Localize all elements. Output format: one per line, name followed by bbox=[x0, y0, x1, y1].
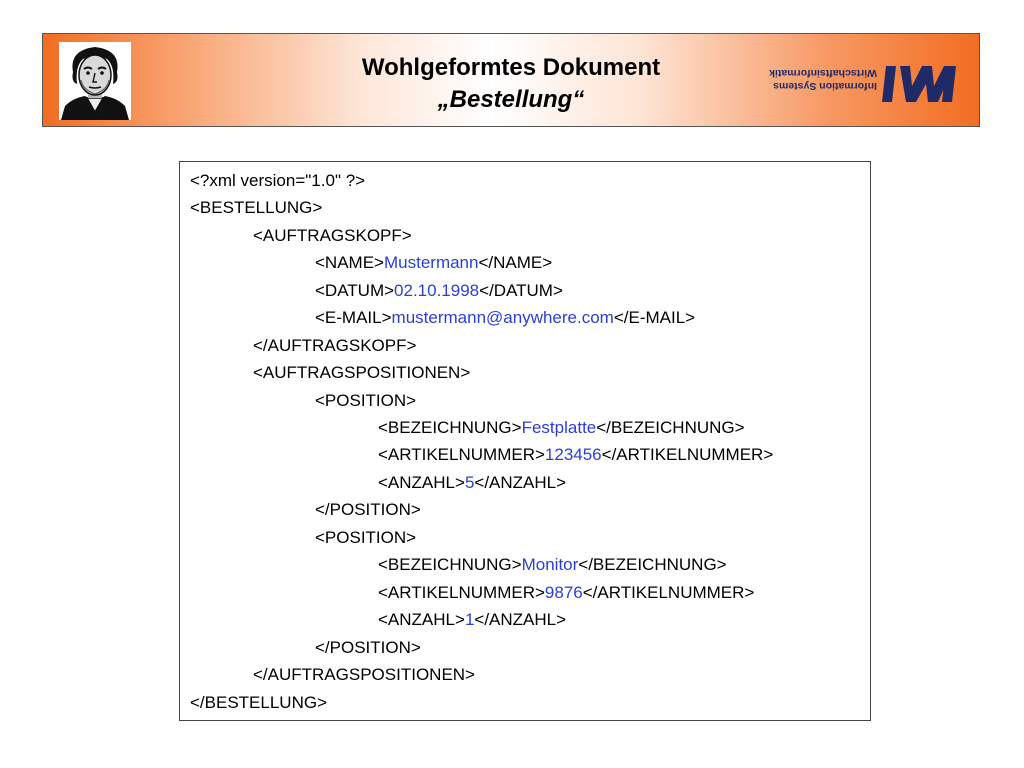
xml-auftragskopf-close: </AUFTRAGSKOPF> bbox=[253, 336, 417, 355]
xml-position-open: <POSITION> bbox=[315, 391, 417, 410]
xml-email-line: <E-MAIL>mustermann@anywhere.com</E-MAIL> bbox=[315, 304, 695, 331]
logo-text-line-1: Wirtschaftsinformatik bbox=[769, 67, 877, 79]
xml-tag-open: <ARTIKELNUMMER> bbox=[378, 445, 545, 464]
xml-position-close: </POSITION> bbox=[315, 500, 421, 519]
xml-value: Monitor bbox=[521, 555, 579, 574]
slide-title: Wohlgeformtes Dokument bbox=[361, 54, 661, 81]
xml-tag-close: </BEZEICHNUNG> bbox=[578, 555, 727, 574]
xml-value: 9876 bbox=[544, 583, 583, 602]
xml-position-open: <POSITION> bbox=[315, 528, 417, 547]
xml-tag-open: <E-MAIL> bbox=[315, 308, 392, 327]
xml-tag-open: <NAME> bbox=[315, 253, 384, 272]
title-banner: Wohlgeformtes Dokument „Bestellung“ Info… bbox=[42, 33, 980, 127]
xml-tag-close: </ARTIKELNUMMER> bbox=[582, 583, 755, 602]
xml-tag-close: </NAME> bbox=[478, 253, 553, 272]
iwi-logo-icon: Information Systems Wirtschaftsinformati… bbox=[767, 64, 957, 104]
xml-value: 1 bbox=[464, 610, 475, 629]
xml-value: mustermann@anywhere.com bbox=[391, 308, 614, 327]
xml-auftragspositionen-close: </AUFTRAGSPOSITIONEN> bbox=[253, 665, 475, 684]
xml-value: 02.10.1998 bbox=[394, 281, 480, 300]
xml-bezeichnung-line: <BEZEICHNUNG>Monitor</BEZEICHNUNG> bbox=[378, 551, 727, 578]
xml-tag-close: </ANZAHL> bbox=[474, 610, 567, 629]
xml-tag-close: </BEZEICHNUNG> bbox=[596, 418, 745, 437]
xml-tag-open: <ANZAHL> bbox=[378, 473, 465, 492]
xml-tag-close: </E-MAIL> bbox=[613, 308, 696, 327]
slide-subtitle: „Bestellung“ bbox=[437, 86, 585, 113]
xml-artikelnummer-line: <ARTIKELNUMMER>9876</ARTIKELNUMMER> bbox=[378, 579, 754, 606]
xml-tag-open: <DATUM> bbox=[315, 281, 395, 300]
xml-tag-close: </ARTIKELNUMMER> bbox=[601, 445, 774, 464]
logo-text-line-2: Information Systems bbox=[773, 80, 877, 92]
xml-value: Mustermann bbox=[383, 253, 479, 272]
portrait-icon bbox=[59, 42, 131, 120]
xml-value: 5 bbox=[464, 473, 475, 492]
xml-artikelnummer-line: <ARTIKELNUMMER>123456</ARTIKELNUMMER> bbox=[378, 441, 773, 468]
xml-value: 123456 bbox=[544, 445, 602, 464]
xml-bezeichnung-line: <BEZEICHNUNG>Festplatte</BEZEICHNUNG> bbox=[378, 414, 745, 441]
xml-auftragskopf-open: <AUFTRAGSKOPF> bbox=[253, 226, 412, 245]
xml-bestellung-open: <BESTELLUNG> bbox=[190, 198, 323, 217]
xml-declaration-line: <?xml version="1.0" ?> bbox=[190, 171, 366, 190]
xml-name-line: <NAME>Mustermann</NAME> bbox=[315, 249, 552, 276]
xml-anzahl-line: <ANZAHL>1</ANZAHL> bbox=[378, 606, 566, 633]
xml-code-box: <?xml version="1.0" ?> <BESTELLUNG> <AUF… bbox=[179, 161, 871, 721]
xml-tag-open: <BEZEICHNUNG> bbox=[378, 555, 522, 574]
xml-auftragspositionen-open: <AUFTRAGSPOSITIONEN> bbox=[253, 363, 471, 382]
logo-text: Information Systems Wirtschaftsinformati… bbox=[767, 66, 877, 92]
xml-tag-close: </DATUM> bbox=[479, 281, 563, 300]
xml-tag-open: <ARTIKELNUMMER> bbox=[378, 583, 545, 602]
xml-position-close: </POSITION> bbox=[315, 638, 421, 657]
xml-tag-open: <BEZEICHNUNG> bbox=[378, 418, 522, 437]
xml-tag-open: <ANZAHL> bbox=[378, 610, 465, 629]
xml-value: Festplatte bbox=[521, 418, 597, 437]
xml-datum-line: <DATUM>02.10.1998</DATUM> bbox=[315, 277, 563, 304]
xml-tag-close: </ANZAHL> bbox=[474, 473, 567, 492]
xml-anzahl-line: <ANZAHL>5</ANZAHL> bbox=[378, 469, 566, 496]
logo-mark bbox=[882, 66, 956, 102]
xml-bestellung-close: </BESTELLUNG> bbox=[190, 693, 328, 712]
